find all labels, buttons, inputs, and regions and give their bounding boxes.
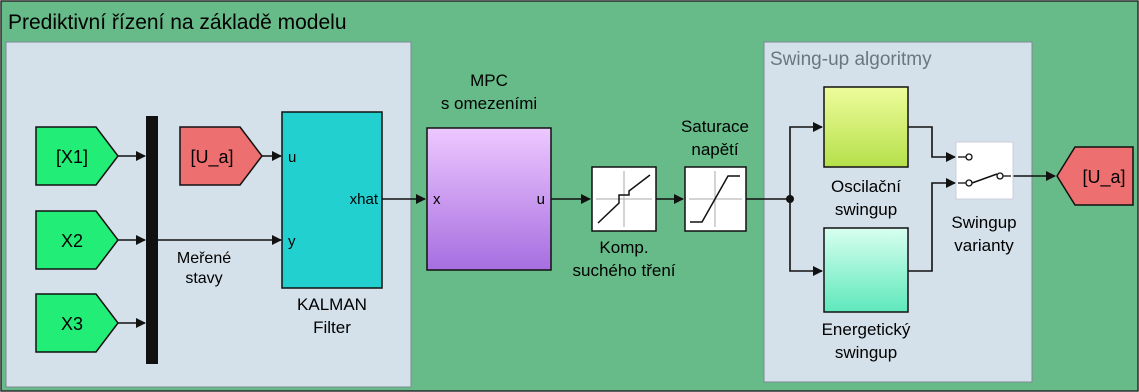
mpc-title-line2: s omezeními bbox=[441, 94, 537, 113]
kalman-port-y: y bbox=[288, 233, 296, 250]
mux-block[interactable] bbox=[146, 116, 158, 364]
kalman-port-xhat: xhat bbox=[350, 191, 379, 208]
input-block-x1[interactable]: [X1] bbox=[35, 126, 119, 186]
swingup-panel-title: Swing-up algoritmy bbox=[770, 49, 932, 70]
wires bbox=[118, 122, 1056, 328]
goto-output-block[interactable]: [U_a] bbox=[1056, 146, 1134, 206]
saturation-block[interactable] bbox=[684, 166, 747, 232]
branch-point bbox=[786, 195, 794, 203]
saturation-caption-line2: napětí bbox=[691, 140, 739, 159]
mpc-title-line1: MPC bbox=[470, 71, 508, 90]
friction-caption-line2: suchého tření bbox=[572, 261, 675, 280]
goto-output-label: [U_a] bbox=[1082, 167, 1125, 188]
wire-osc-switch bbox=[908, 126, 956, 162]
input-label-x3: X3 bbox=[61, 314, 83, 334]
energy-swingup-block[interactable] bbox=[823, 227, 909, 313]
input-label-x2: X2 bbox=[61, 231, 83, 251]
wire-split-energy bbox=[789, 199, 823, 276]
wire-energy-switch bbox=[908, 178, 956, 272]
kalman-caption-line1: KALMAN bbox=[297, 295, 367, 314]
mpc-port-u: u bbox=[537, 191, 545, 208]
input-label-x1: [X1] bbox=[56, 147, 88, 167]
swingup-switch-block[interactable] bbox=[955, 141, 1014, 200]
kalman-caption-line2: Filter bbox=[313, 318, 351, 337]
oscillation-caption-line2: swingup bbox=[835, 200, 897, 219]
input-block-x2[interactable]: X2 bbox=[35, 210, 119, 270]
main-area-title: Prediktivní řízení na základě modelu bbox=[8, 11, 347, 34]
friction-caption-line1: Komp. bbox=[599, 238, 648, 257]
wire-split-osc bbox=[789, 122, 823, 199]
goto-input-label: [U_a] bbox=[190, 147, 233, 168]
mux-label-line1: Meřené bbox=[177, 250, 231, 267]
kalman-filter-block[interactable]: u y xhat bbox=[281, 111, 383, 289]
oscillation-swingup-block[interactable] bbox=[823, 86, 909, 168]
mux-label-line2: stavy bbox=[185, 270, 222, 287]
switch-caption-line2: varianty bbox=[954, 236, 1014, 255]
energy-caption-line2: swingup bbox=[835, 343, 897, 362]
kalman-port-u: u bbox=[288, 149, 296, 166]
friction-comp-block[interactable] bbox=[591, 166, 657, 232]
mpc-block[interactable]: x u bbox=[426, 127, 552, 271]
goto-input-block[interactable]: [U_a] bbox=[179, 126, 263, 186]
saturation-caption-line1: Saturace bbox=[681, 117, 749, 136]
input-block-x3[interactable]: X3 bbox=[35, 293, 119, 353]
oscillation-caption-line1: Oscilační bbox=[831, 177, 901, 196]
switch-caption-line1: Swingup bbox=[951, 213, 1016, 232]
mpc-port-x: x bbox=[433, 191, 441, 208]
energy-caption-line1: Energetický bbox=[822, 320, 911, 339]
